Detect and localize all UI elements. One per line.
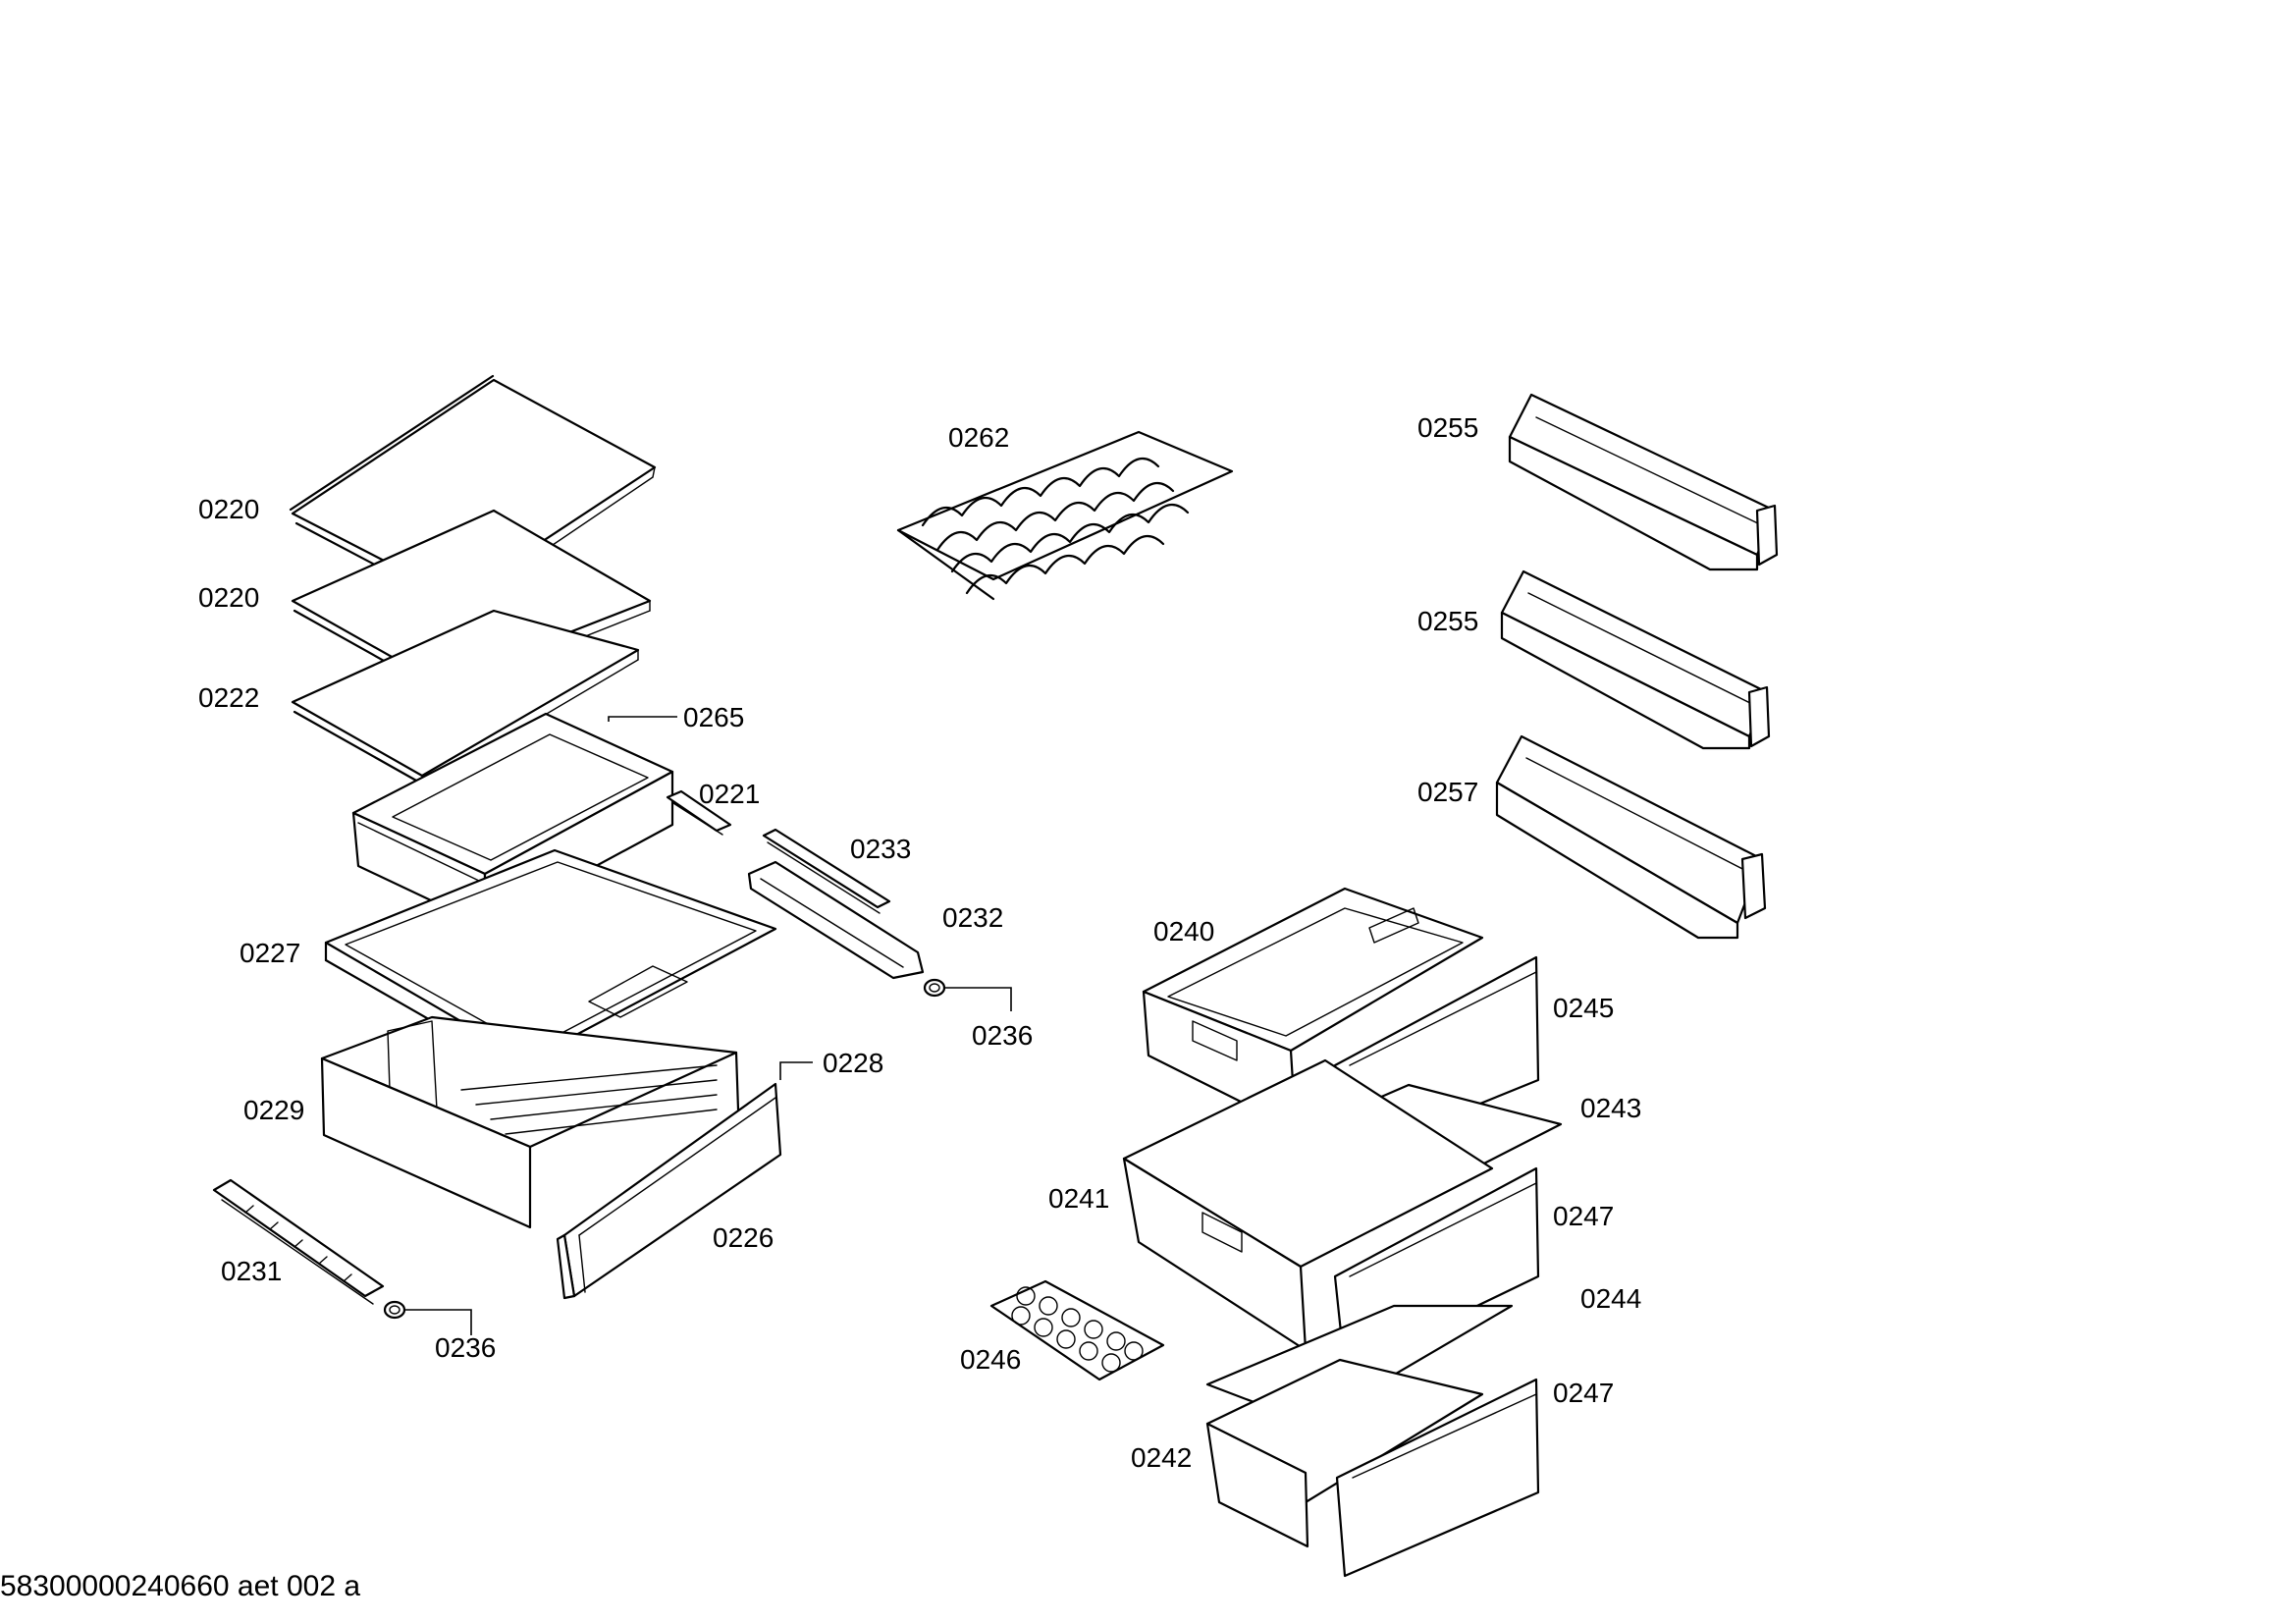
callout-0246: 0246 xyxy=(960,1344,1021,1375)
callout-0222: 0222 xyxy=(198,682,259,713)
callout-0257: 0257 xyxy=(1417,777,1478,807)
document-id: 58300000240660 aet 002 a xyxy=(0,1570,360,1602)
callout-0236-upper: 0236 xyxy=(972,1020,1033,1051)
callout-0244: 0244 xyxy=(1580,1283,1641,1314)
callout-0221: 0221 xyxy=(699,779,760,809)
callout-0229: 0229 xyxy=(243,1095,304,1125)
rail-assembly-0232 xyxy=(747,860,925,980)
callout-0255-top: 0255 xyxy=(1417,412,1478,443)
callout-0243: 0243 xyxy=(1580,1093,1641,1123)
crisper-drawer-0229 xyxy=(320,1015,740,1229)
callout-0247-lower: 0247 xyxy=(1553,1378,1614,1408)
callout-0240: 0240 xyxy=(1153,916,1214,947)
callout-0255-middle: 0255 xyxy=(1417,606,1478,636)
callout-0231: 0231 xyxy=(221,1256,282,1286)
callout-0227: 0227 xyxy=(240,938,300,968)
door-shelf-0255-top xyxy=(1508,393,1779,571)
callout-0232: 0232 xyxy=(942,902,1003,933)
callout-0241: 0241 xyxy=(1048,1183,1109,1214)
leader-0265 xyxy=(608,716,677,722)
callout-0242: 0242 xyxy=(1131,1442,1192,1473)
door-shelf-0255-middle xyxy=(1500,569,1771,750)
rail-0233 xyxy=(762,828,891,914)
freezer-drawer-0241 xyxy=(1122,1058,1494,1352)
callout-0265: 0265 xyxy=(683,702,744,732)
leader-0236-upper xyxy=(944,987,1012,1011)
freezer-drawer-0242 xyxy=(1205,1358,1484,1548)
callout-0228: 0228 xyxy=(823,1048,883,1078)
front-panel-0247-lower xyxy=(1335,1378,1540,1578)
callout-0226: 0226 xyxy=(713,1222,774,1253)
leader-0236-lower xyxy=(404,1309,472,1335)
door-shelf-0257 xyxy=(1495,734,1767,940)
roller-0236-upper xyxy=(923,978,946,998)
front-panel-0226 xyxy=(556,1082,782,1300)
rail-0221 xyxy=(666,789,732,836)
callout-0245: 0245 xyxy=(1553,993,1614,1023)
callout-0220-middle: 0220 xyxy=(198,582,259,613)
callout-0262: 0262 xyxy=(948,422,1009,453)
callout-0220-top: 0220 xyxy=(198,494,259,524)
roller-0236-lower xyxy=(383,1300,406,1320)
leader-0228 xyxy=(779,1061,813,1080)
callout-0247-upper: 0247 xyxy=(1553,1201,1614,1231)
callout-0233: 0233 xyxy=(850,834,911,864)
wine-rack-0262 xyxy=(896,430,1234,601)
rail-0231 xyxy=(212,1178,385,1305)
callout-0236-lower: 0236 xyxy=(435,1332,496,1363)
ice-tray-0246 xyxy=(989,1279,1165,1381)
